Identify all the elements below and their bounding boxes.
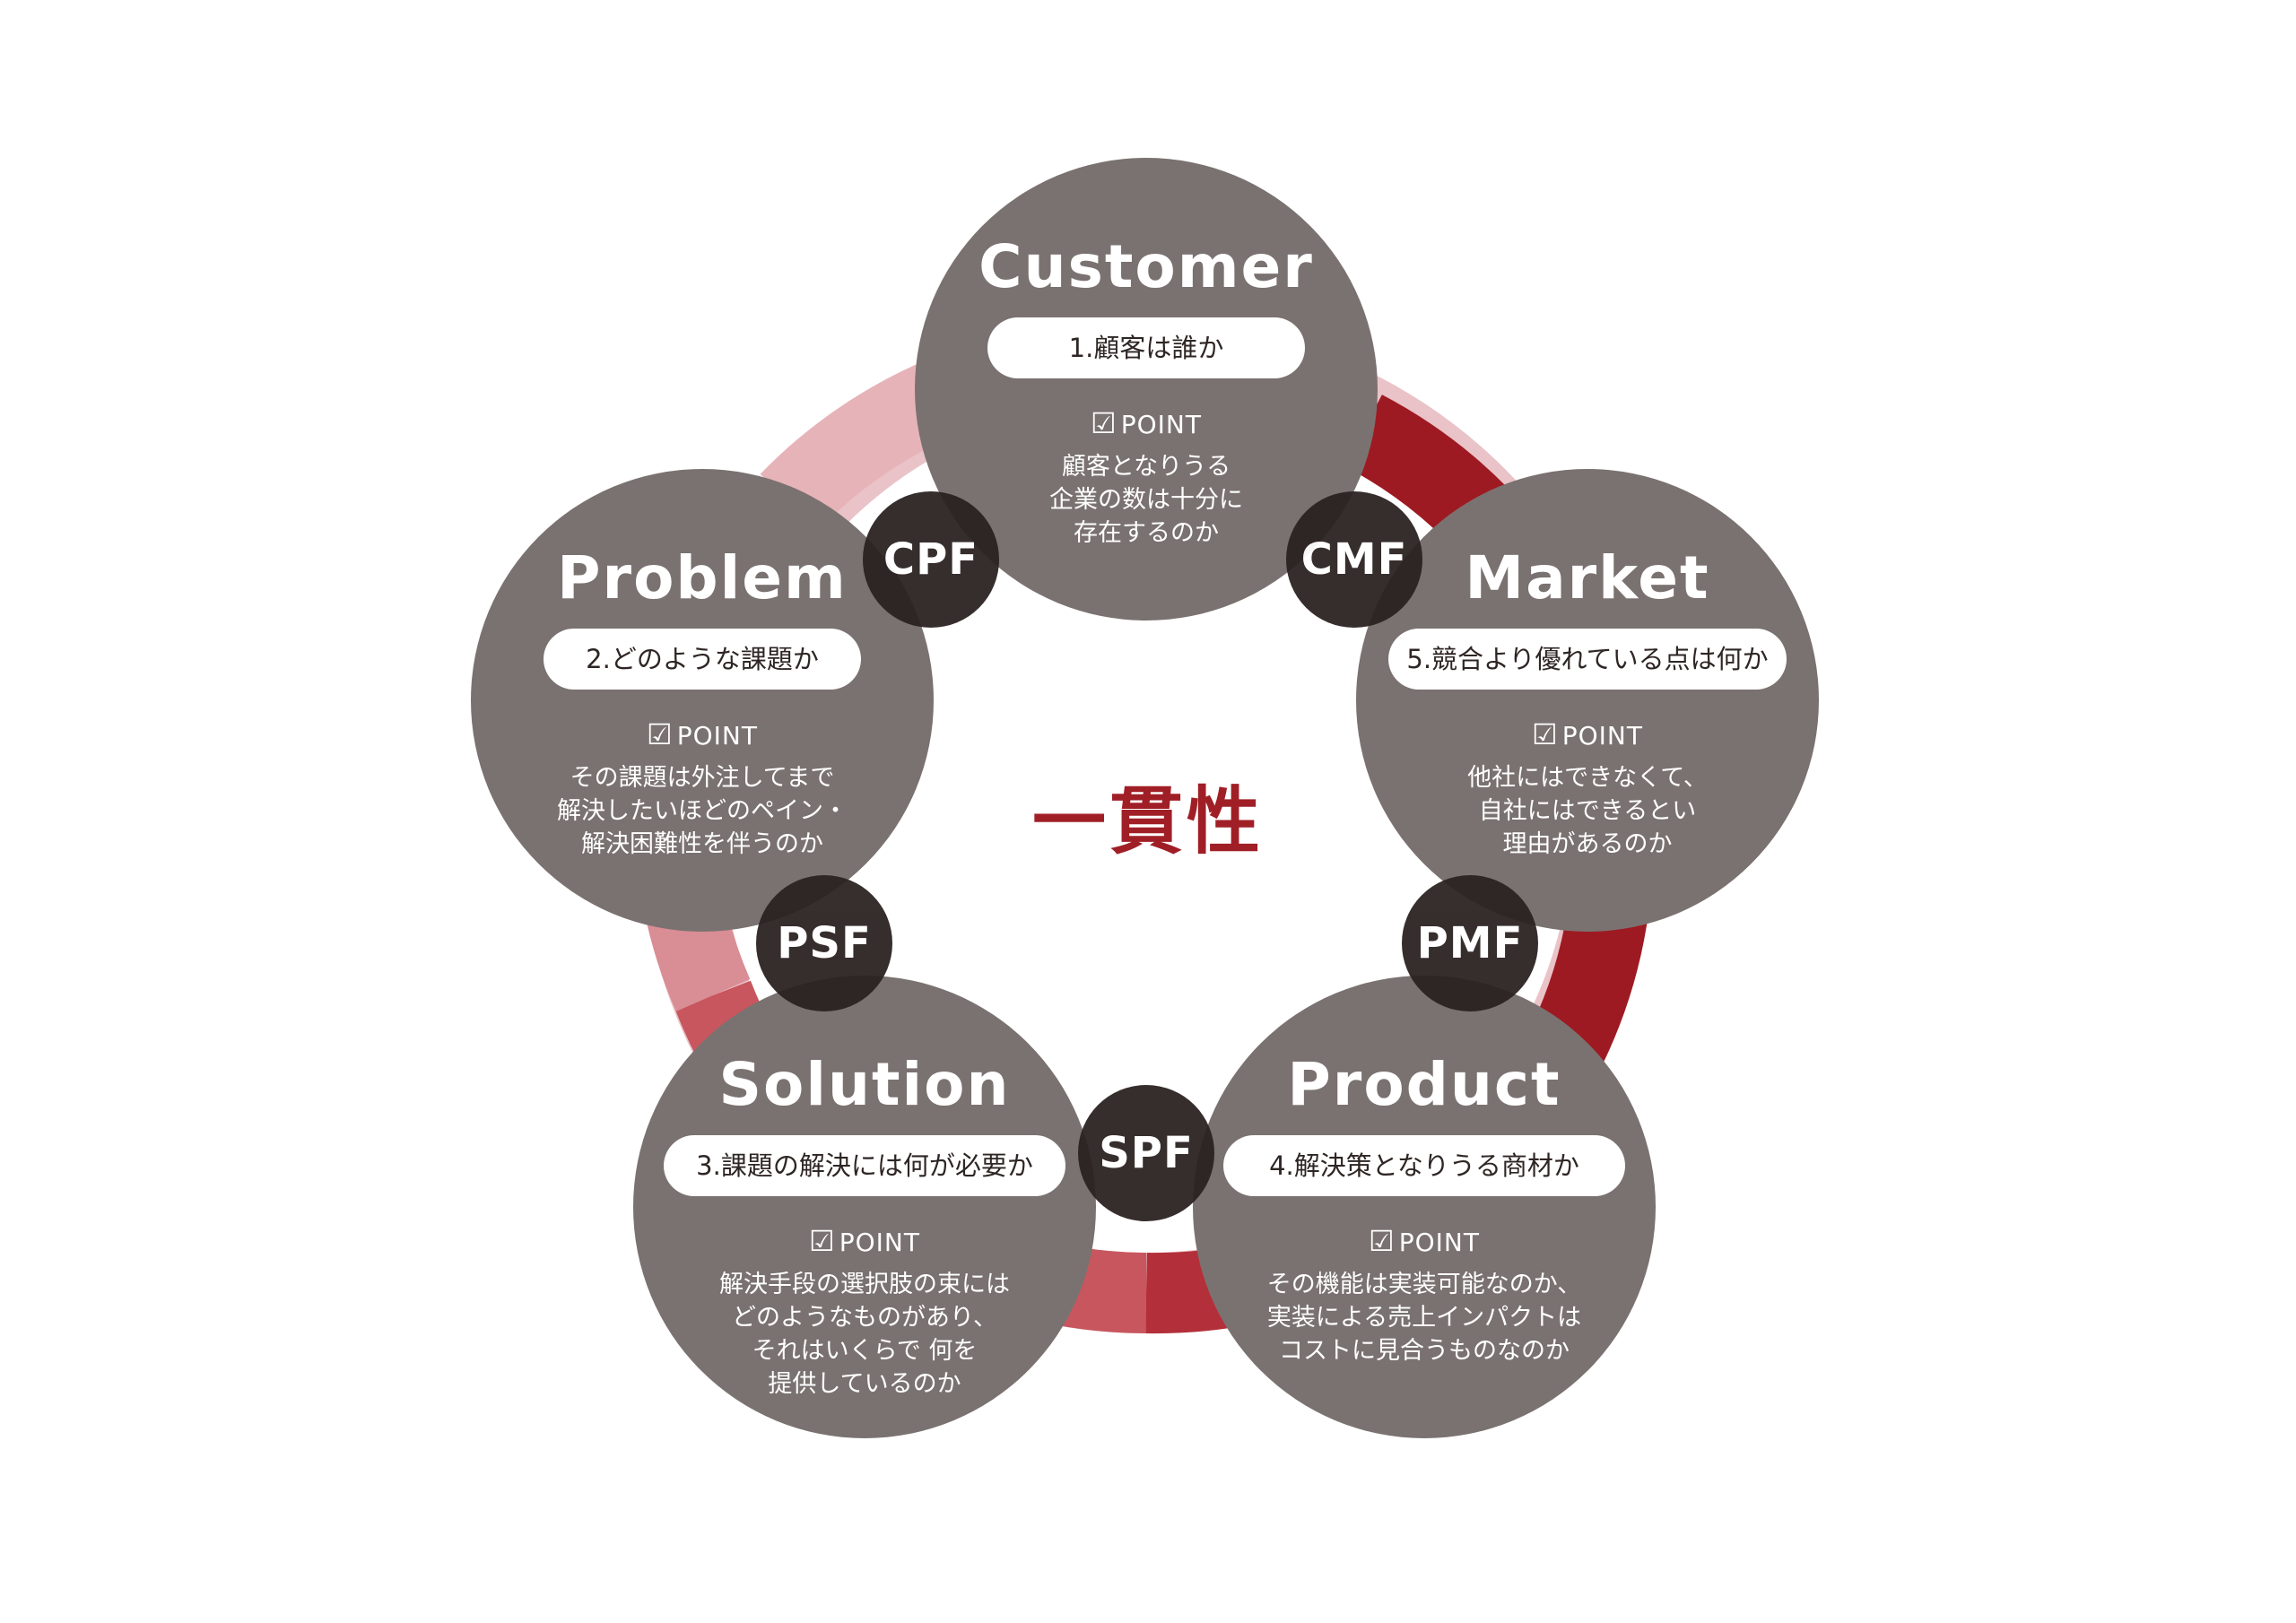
checkbox-check-icon: ☑ [1369, 1224, 1396, 1258]
question-pill: 2.どのような課題か [544, 629, 861, 690]
point-description: その課題は外注してまで 解決したいほどのペイン・ 解決困難性を伴うのか [557, 764, 848, 858]
point-heading: ☑POINT [1532, 717, 1643, 751]
bubble-title: Product [1287, 1050, 1561, 1119]
product-bubble: Product 4.解決策となりうる商材か ☑POINT その機能は実装可能なの… [1193, 976, 1656, 1438]
point-heading: ☑POINT [809, 1224, 920, 1258]
question-pill: 1.顧客は誰か [987, 317, 1305, 378]
solution-bubble: Solution 3.課題の解決には何が必要か ☑POINT 解決手段の選択肢の… [633, 976, 1096, 1438]
bubble-title: Market [1465, 543, 1710, 612]
pmf-node: PMF [1402, 875, 1538, 1011]
spf-node: SPF [1078, 1085, 1214, 1221]
bubble-title: Solution [718, 1050, 1011, 1119]
point-heading: ☑POINT [1369, 1224, 1480, 1258]
question-pill: 5.競合より優れている点は何か [1388, 629, 1787, 690]
checkbox-check-icon: ☑ [1091, 406, 1118, 440]
point-description: 解決手段の選択肢の束には どのようなものがあり、 それはいくらで 何を 提供して… [719, 1271, 1010, 1398]
problem-bubble: Problem 2.どのような課題か ☑POINT その課題は外注してまで 解決… [471, 469, 934, 932]
bubble-title: Problem [557, 543, 848, 612]
bubble-title: Customer [978, 232, 1314, 301]
consistency-label: 一貫性 [1031, 778, 1264, 864]
checkbox-check-icon: ☑ [1532, 717, 1559, 751]
point-heading: ☑POINT [647, 717, 758, 751]
checkbox-check-icon: ☑ [809, 1224, 836, 1258]
psf-node: PSF [756, 875, 892, 1011]
point-heading: ☑POINT [1091, 406, 1202, 440]
question-pill: 3.課題の解決には何が必要か [664, 1135, 1065, 1196]
point-description: 顧客となりうる 企業の数は十分に 存在するのか [1049, 453, 1243, 547]
point-description: その機能は実装可能なのか、 実装による売上インパクトは コストに見合うものなのか [1266, 1271, 1582, 1365]
cmf-node: CMF [1286, 491, 1422, 628]
customer-bubble: Customer 1.顧客は誰か ☑POINT 顧客となりうる 企業の数は十分に… [915, 158, 1378, 621]
cpf-node: CPF [863, 491, 999, 628]
question-pill: 4.解決策となりうる商材か [1223, 1135, 1625, 1196]
checkbox-check-icon: ☑ [647, 717, 674, 751]
market-bubble: Market 5.競合より優れている点は何か ☑POINT 他社にはできなくて、… [1356, 469, 1819, 932]
point-description: 他社にはできなくて、 自社にはできるとい 理由があるのか [1467, 764, 1708, 858]
